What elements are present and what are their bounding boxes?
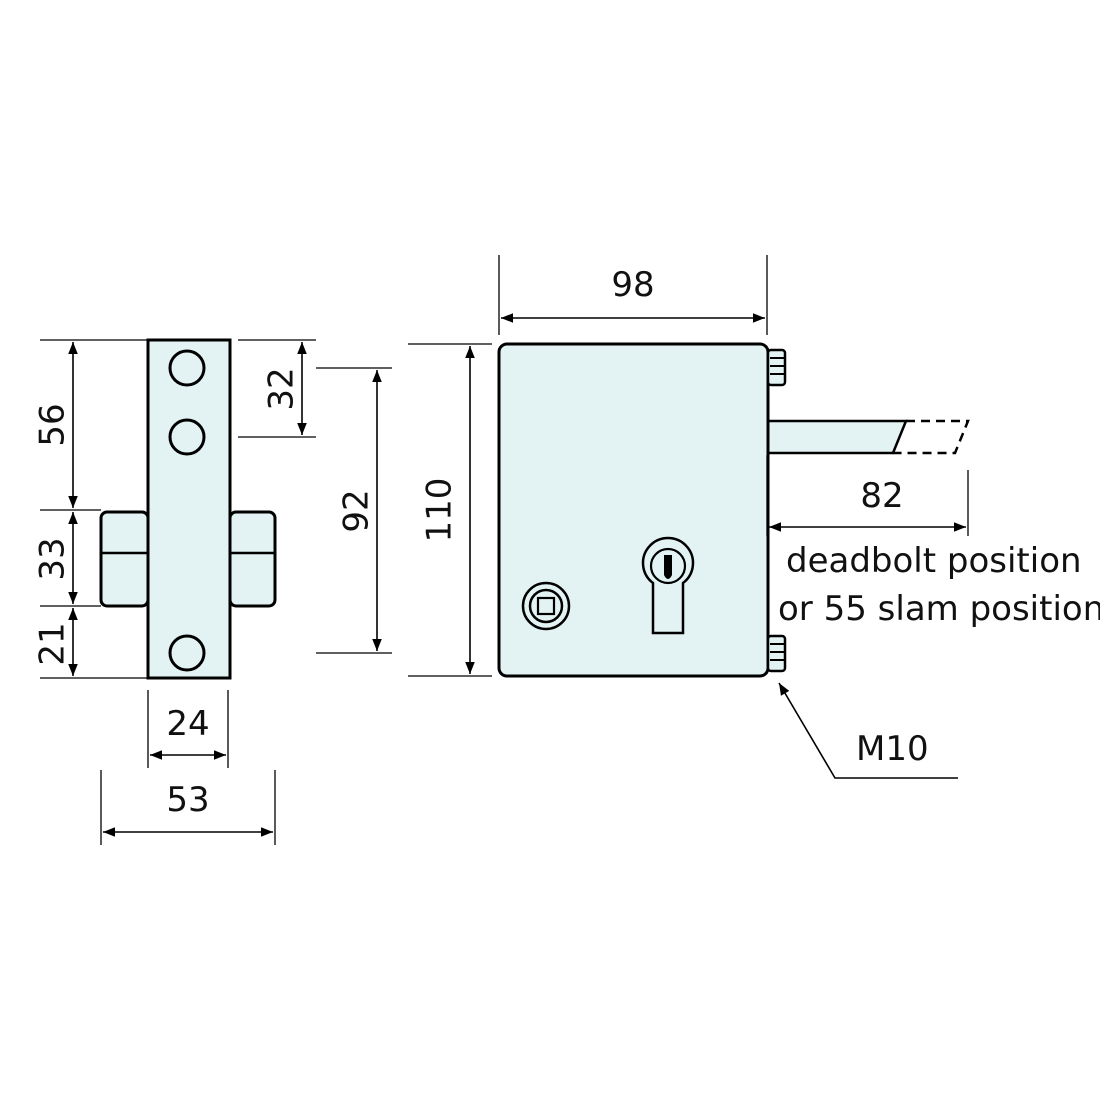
lock-case — [497, 342, 770, 678]
dim-53-label: 53 — [166, 780, 209, 820]
dim-24-label: 24 — [166, 704, 209, 744]
spindle-follower — [521, 581, 571, 631]
mounting-hole-3 — [168, 634, 206, 672]
mounting-hole-2 — [168, 418, 206, 456]
right-keeper-block — [228, 510, 277, 608]
dim-56-label: 56 — [33, 403, 73, 446]
dim-21-label: 21 — [33, 622, 73, 665]
side-plate — [146, 338, 232, 680]
dim-98-label: 98 — [611, 265, 654, 305]
cylinder-cutout — [641, 536, 695, 635]
dim-92-label: 92 — [337, 489, 377, 532]
dim-82-label: 82 — [860, 476, 903, 516]
dim-110-label: 110 — [420, 478, 460, 543]
deadbolt — [766, 419, 908, 455]
side-view: 56 33 21 32 92 24 53 — [33, 338, 392, 845]
dim-32-label: 32 — [262, 367, 302, 410]
position-note-line1: deadbolt position — [786, 541, 1082, 581]
thread-label: M10 — [856, 729, 929, 769]
top-threaded-stud — [766, 348, 787, 387]
position-note-line2: or 55 slam position — [778, 589, 1100, 629]
deadbolt-extended-outline — [893, 419, 970, 455]
dim-33-label: 33 — [33, 537, 73, 580]
m10-leader — [778, 682, 958, 779]
bottom-threaded-stud — [766, 634, 787, 673]
left-keeper-block — [99, 510, 150, 608]
front-view: 98 110 82 deadbolt position or 55 slam p… — [408, 255, 1100, 779]
mounting-hole-1 — [168, 349, 206, 387]
